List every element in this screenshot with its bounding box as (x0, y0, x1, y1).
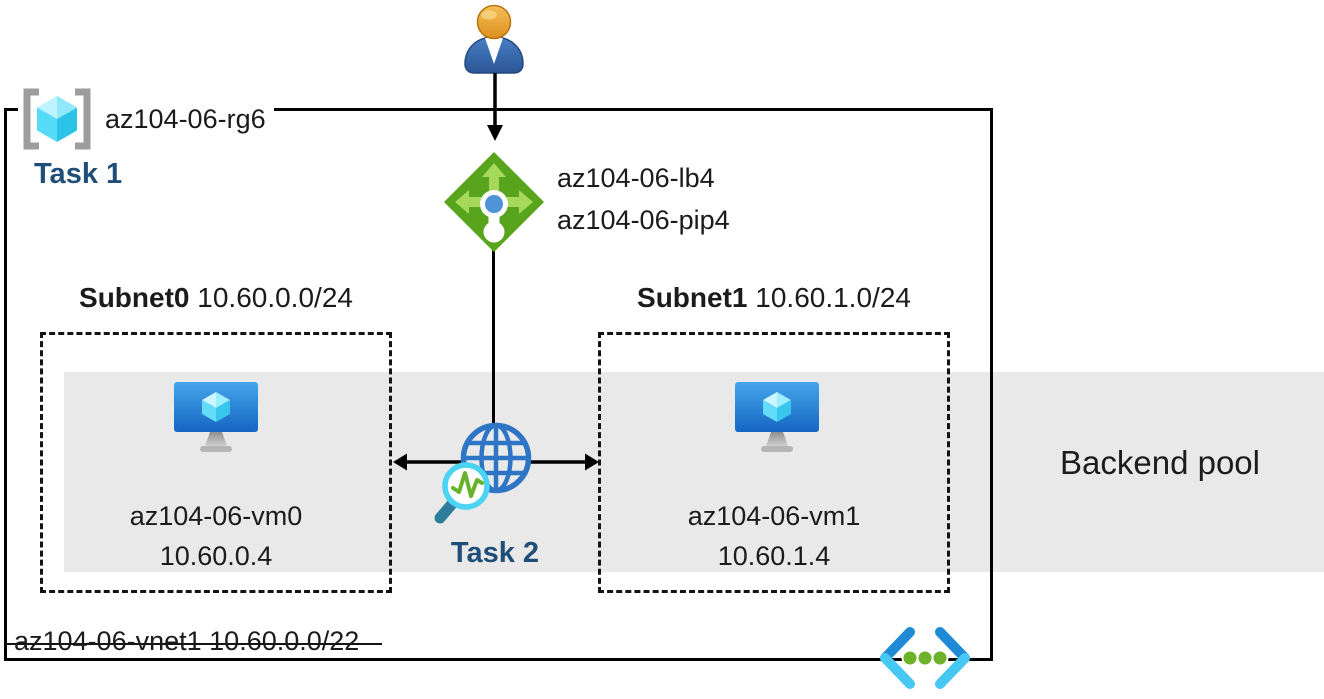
vm1-ip: 10.60.1.4 (717, 541, 831, 571)
virtual-machine-icon-vm0 (174, 382, 258, 452)
vm0-name: az104-06-vm0 (129, 501, 303, 531)
task2-label: Task 2 (450, 537, 540, 569)
subnet1-name: Subnet1 (637, 282, 748, 313)
subnet0-box (40, 332, 392, 593)
lb-pip-label: az104-06-pip4 (557, 205, 730, 235)
vm0-ip: 10.60.0.4 (159, 541, 273, 571)
subnet1-box (598, 332, 950, 593)
vm1-name: az104-06-vm1 (687, 501, 861, 531)
subnet0-cidr: 10.60.0.0/24 (197, 282, 353, 313)
resource-group-name: az104-06-rg6 (105, 103, 266, 134)
user-to-lb-arrow (487, 73, 503, 141)
subnet1-label: Subnet1 10.60.1.0/24 (598, 284, 950, 312)
task1-label: Task 1 (34, 158, 123, 190)
vnet-label: az104-06-vnet1 10.60.0.0/22 (14, 628, 359, 655)
vnet-cidr: 10.60.0.0/22 (209, 626, 360, 656)
resource-group-header: az104-06-rg6 (18, 87, 274, 151)
vm0-caption: az104-06-vm0 10.60.0.4 (40, 496, 392, 576)
lb-to-monitor-line (492, 250, 495, 425)
virtual-network-icon (880, 627, 970, 689)
backend-pool-band (64, 372, 1324, 572)
network-watcher-icon (434, 422, 532, 524)
virtual-machine-icon-vm1 (735, 382, 819, 452)
user-icon (464, 4, 524, 74)
resource-group-icon (23, 88, 91, 150)
vm1-caption: az104-06-vm1 10.60.1.4 (598, 496, 950, 576)
vnet-border-line (5, 643, 382, 645)
resource-group-box (4, 108, 993, 661)
subnet1-cidr: 10.60.1.0/24 (755, 282, 911, 313)
vnet-name: az104-06-vnet1 (14, 626, 202, 656)
subnet0-name: Subnet0 (79, 282, 190, 313)
subnet0-label: Subnet0 10.60.0.0/24 (40, 284, 392, 312)
backend-pool-label: Backend pool (1060, 444, 1260, 481)
load-balancer-icon (444, 152, 544, 252)
lb-name-label: az104-06-lb4 (557, 163, 715, 193)
